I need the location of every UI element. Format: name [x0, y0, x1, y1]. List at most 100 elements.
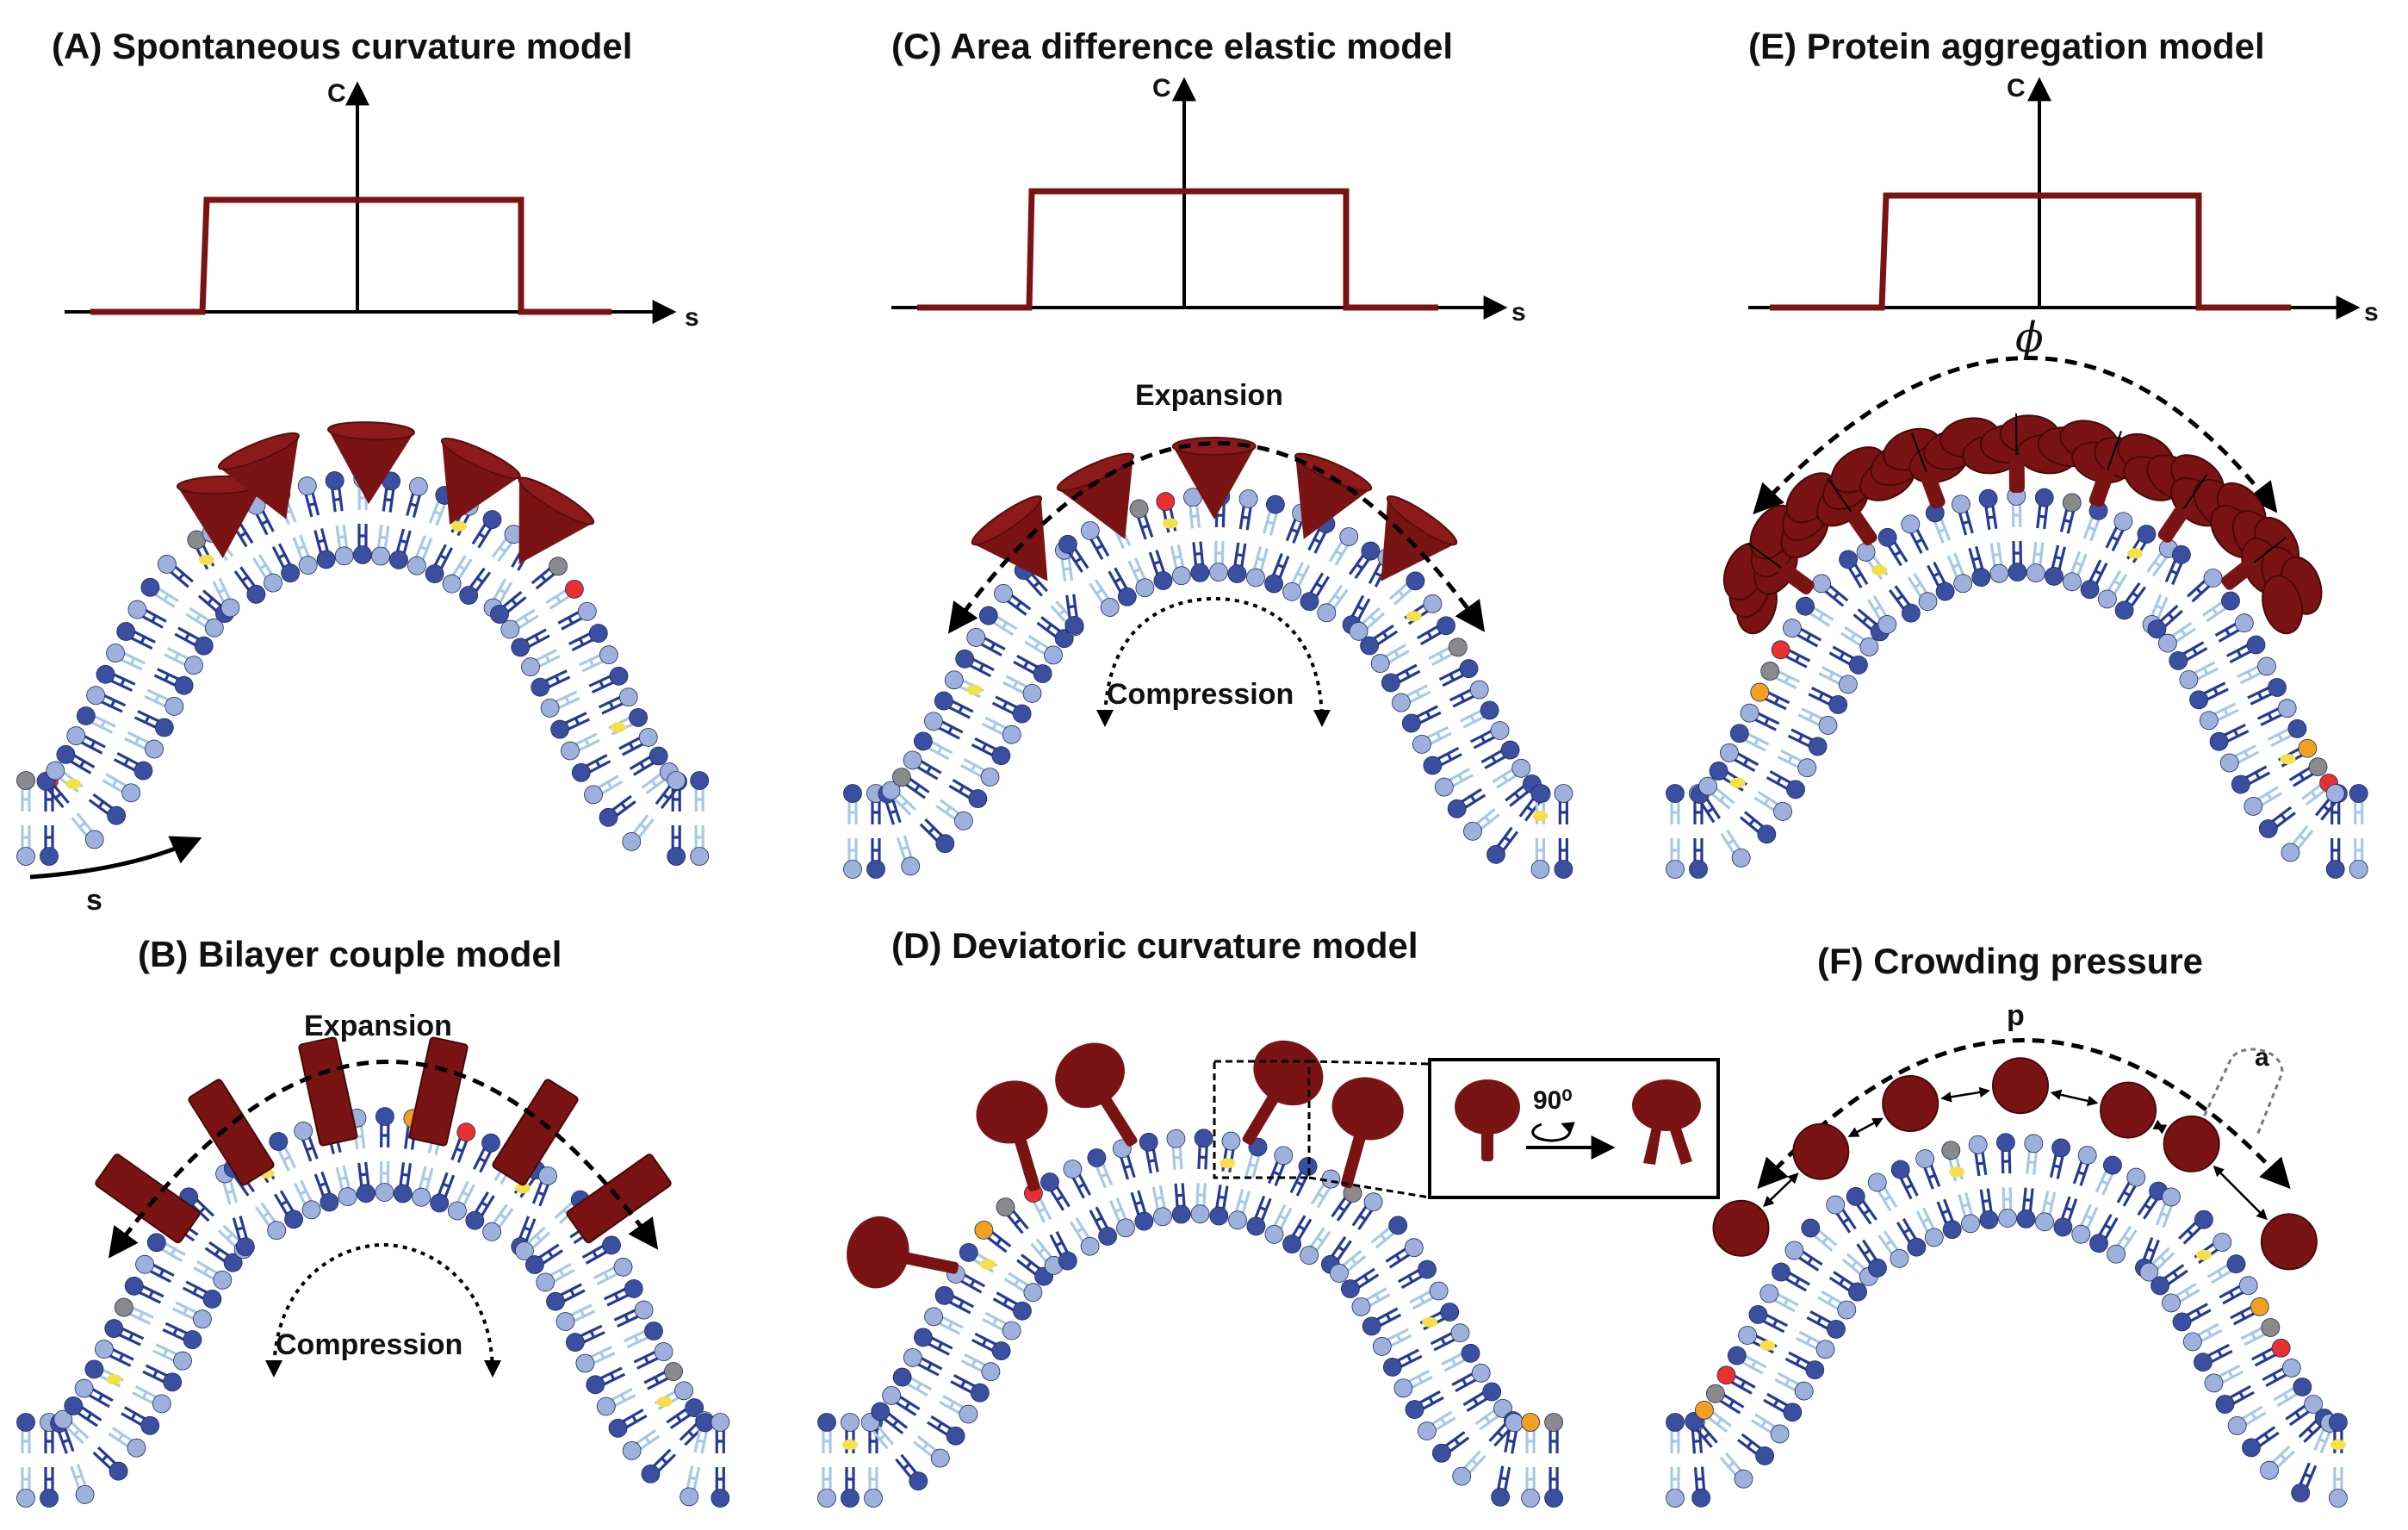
inset-protein-before	[1455, 1079, 1520, 1161]
lipid	[124, 731, 164, 759]
lipid	[1666, 1467, 1685, 1508]
lipid	[2273, 1378, 2312, 1408]
lipid	[2237, 656, 2276, 685]
lipid	[2325, 784, 2345, 824]
lipid	[866, 838, 885, 879]
lipid	[1370, 1216, 1408, 1249]
lipid	[1896, 1218, 1927, 1257]
lipid	[1808, 687, 1848, 714]
lipid	[2251, 1338, 2291, 1367]
lipid	[352, 523, 372, 564]
lipid	[593, 1257, 633, 1286]
lipid	[2219, 744, 2260, 773]
lipid	[252, 554, 282, 593]
lipid	[2053, 1196, 2078, 1237]
lipid	[271, 543, 301, 583]
lipid	[1238, 489, 1258, 531]
lipid	[2179, 661, 2219, 689]
lipid	[2008, 540, 2027, 582]
lipid	[1003, 1272, 1043, 1303]
lipid	[1856, 1239, 1887, 1278]
lipid	[124, 1276, 164, 1304]
cholesterol	[1406, 611, 1422, 622]
lipid	[442, 555, 473, 594]
lipid	[96, 664, 136, 693]
lipid	[450, 1123, 476, 1163]
lipid	[903, 750, 942, 781]
panel-b-title: (B) Bilayer couple model	[138, 934, 562, 974]
cholesterol	[979, 1259, 996, 1270]
lipid	[2045, 544, 2066, 586]
lipid	[1554, 838, 1573, 879]
lipid	[843, 784, 862, 824]
lipid	[624, 1322, 663, 1349]
lipid	[955, 649, 995, 678]
lipid	[1826, 1195, 1857, 1234]
lipid	[1995, 1133, 2015, 1174]
lipid	[557, 601, 597, 631]
tethered-protein	[2088, 431, 2122, 507]
lipid	[903, 1348, 943, 1377]
lipid	[693, 1413, 715, 1454]
panel-f-title: (F) Crowding pressure	[1817, 941, 2203, 981]
panel-d-title: (D) Deviatoric curvature model	[891, 925, 1418, 966]
lipid	[1521, 1413, 1540, 1453]
lipid	[1449, 680, 1489, 708]
lipid	[613, 1300, 654, 1328]
lipid	[2107, 1225, 2138, 1264]
lipid	[531, 669, 571, 697]
lipid	[2189, 681, 2229, 710]
lipid	[2162, 1283, 2200, 1313]
panel-e-title: (E) Protein aggregation model	[1748, 26, 2265, 66]
lipid	[1459, 700, 1499, 729]
lipid	[1480, 740, 1520, 770]
crowding-sphere	[1882, 1075, 1939, 1132]
lipid	[1469, 721, 1510, 749]
tethered-protein	[2221, 536, 2287, 590]
lipid	[540, 690, 580, 718]
lipid	[1839, 550, 1869, 589]
lipid	[2209, 723, 2250, 751]
rod-protein	[298, 1036, 358, 1147]
lipid	[212, 577, 240, 618]
lipid	[1727, 1346, 1767, 1375]
lipid	[294, 1121, 319, 1162]
panel-c-title: (C) Area difference elastic model	[891, 26, 1453, 66]
lipid	[2097, 569, 2128, 609]
panel-b-compression-arrow: Compression	[265, 1242, 501, 1378]
lipid	[1801, 1218, 1838, 1252]
lipid	[2035, 1190, 2057, 1232]
lipid	[1244, 1137, 1268, 1179]
lipid	[2242, 1426, 2280, 1458]
lipid	[596, 1388, 636, 1416]
lipid	[406, 476, 428, 519]
panel-e-phi-label: ϕ	[2015, 314, 2044, 362]
lipid	[561, 732, 600, 761]
cone-protein	[327, 421, 415, 505]
lipid	[2114, 582, 2147, 620]
lipid	[1183, 488, 1202, 529]
lipid	[1209, 1185, 1229, 1226]
lipid	[1530, 838, 1550, 879]
lipid	[2139, 1247, 2175, 1282]
lipid	[1915, 1207, 1944, 1247]
lipid	[472, 1133, 500, 1173]
lipid	[992, 1291, 1032, 1321]
lipid	[622, 1428, 661, 1460]
lipid	[2095, 1155, 2122, 1196]
lipid	[16, 1413, 35, 1453]
lipid	[2187, 569, 2223, 603]
lipid	[711, 1467, 730, 1508]
cholesterol	[1871, 564, 1888, 575]
lipid	[1087, 1148, 1114, 1189]
cholesterol	[2280, 754, 2296, 765]
lipid	[2349, 838, 2368, 879]
lipid	[566, 1324, 605, 1352]
lipid	[2007, 487, 2026, 528]
lipid	[2291, 1462, 2318, 1502]
lipid	[2267, 719, 2307, 748]
lipid	[1877, 1230, 1909, 1268]
lipid	[1796, 596, 1834, 627]
lipid	[935, 799, 973, 830]
lipid	[1817, 1290, 1857, 1320]
